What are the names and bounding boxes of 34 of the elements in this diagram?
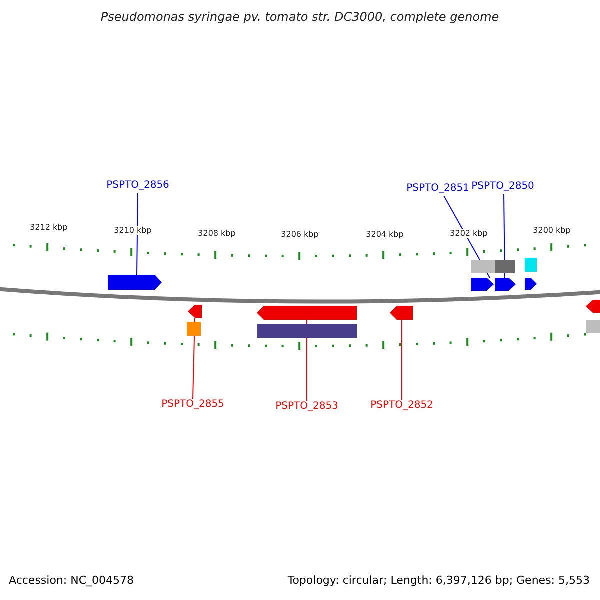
feature-box: [257, 324, 357, 338]
gene-label: PSPTO_2851: [406, 183, 470, 194]
gene-feature: [586, 300, 600, 313]
leader-line: [504, 194, 506, 278]
leader-line: [192, 318, 196, 400]
gene-feature: [525, 278, 537, 290]
gene-feature: [495, 278, 516, 291]
leader-line: [136, 192, 138, 276]
scale-label: 3202 kbp: [450, 229, 488, 238]
diagram-title: Pseudomonas syringae pv. tomato str. DC3000, complete genome: [100, 10, 500, 24]
feature-box: [187, 322, 201, 336]
scale-label: 3208 kbp: [198, 229, 236, 238]
scale-label: 3200 kbp: [533, 226, 571, 235]
gene-label: PSPTO_2852: [370, 400, 434, 411]
feature-box: [525, 258, 537, 272]
gene-feature: [188, 305, 202, 318]
gene-feature: [390, 306, 413, 320]
scale-label: 3212 kbp: [30, 223, 68, 232]
genome-info: Topology: circular; Length: 6,397,126 bp; Genes: 5,553: [288, 574, 590, 587]
gene-label: PSPTO_2856: [106, 180, 170, 191]
scale-label: 3210 kbp: [114, 226, 152, 235]
scale-label: 3206 kbp: [281, 230, 319, 239]
gene-feature: [471, 278, 494, 291]
gene-label: PSPTO_2853: [276, 401, 338, 412]
feature-box: [495, 260, 515, 273]
gene-label: PSPTO_2850: [472, 181, 534, 192]
gene-label: PSPTO_2855: [162, 399, 224, 410]
accession-label: Accession: NC_004578: [9, 574, 134, 587]
gene-feature: [257, 306, 357, 320]
scale-label: 3204 kbp: [366, 230, 404, 239]
gene-feature: [108, 275, 162, 290]
leader-line: [444, 196, 490, 278]
feature-box: [586, 320, 600, 333]
feature-box: [471, 260, 495, 273]
